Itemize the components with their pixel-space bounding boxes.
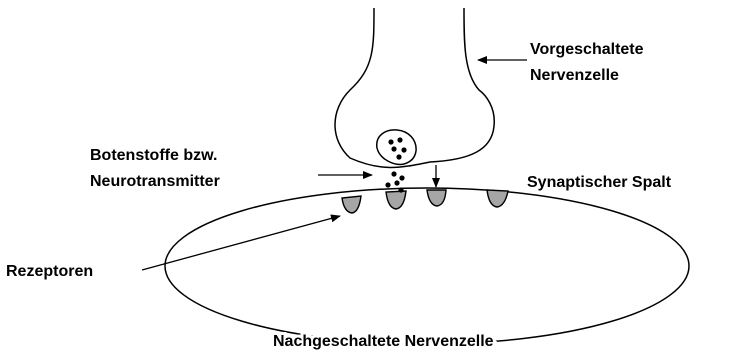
receptor (487, 190, 508, 207)
transmitter-label-line2: Neurotransmitter (90, 173, 220, 190)
postsynaptic-cell (165, 188, 689, 344)
receptor (427, 190, 446, 206)
transmitter-dot (398, 187, 403, 192)
transmitter-dot (391, 146, 396, 151)
transmitter-dot (391, 171, 396, 176)
synaptic-vesicle (377, 130, 416, 164)
transmitter-dot (399, 175, 404, 180)
receptor-arrow (142, 216, 340, 270)
transmitter-dot (394, 180, 399, 185)
transmitter-dot (401, 147, 406, 152)
presynaptic-label-line2: Nervenzelle (530, 67, 619, 84)
receptors-label: Rezeptoren (6, 263, 93, 280)
receptor (342, 196, 361, 213)
transmitter-label-line1: Botenstoffe bzw. (90, 147, 217, 164)
neurotransmitter-dots (385, 137, 406, 192)
presynaptic-label-line1: Vorgeschaltete (530, 41, 644, 58)
transmitter-dot (385, 182, 390, 187)
transmitter-dot (397, 137, 402, 142)
cleft-label: Synaptischer Spalt (527, 174, 672, 191)
receptors (342, 190, 508, 213)
transmitter-dot (396, 154, 401, 159)
receptor (386, 191, 406, 209)
postsynaptic-label: Nachgeschaltete Nervenzelle (273, 333, 494, 350)
transmitter-dot (388, 139, 393, 144)
